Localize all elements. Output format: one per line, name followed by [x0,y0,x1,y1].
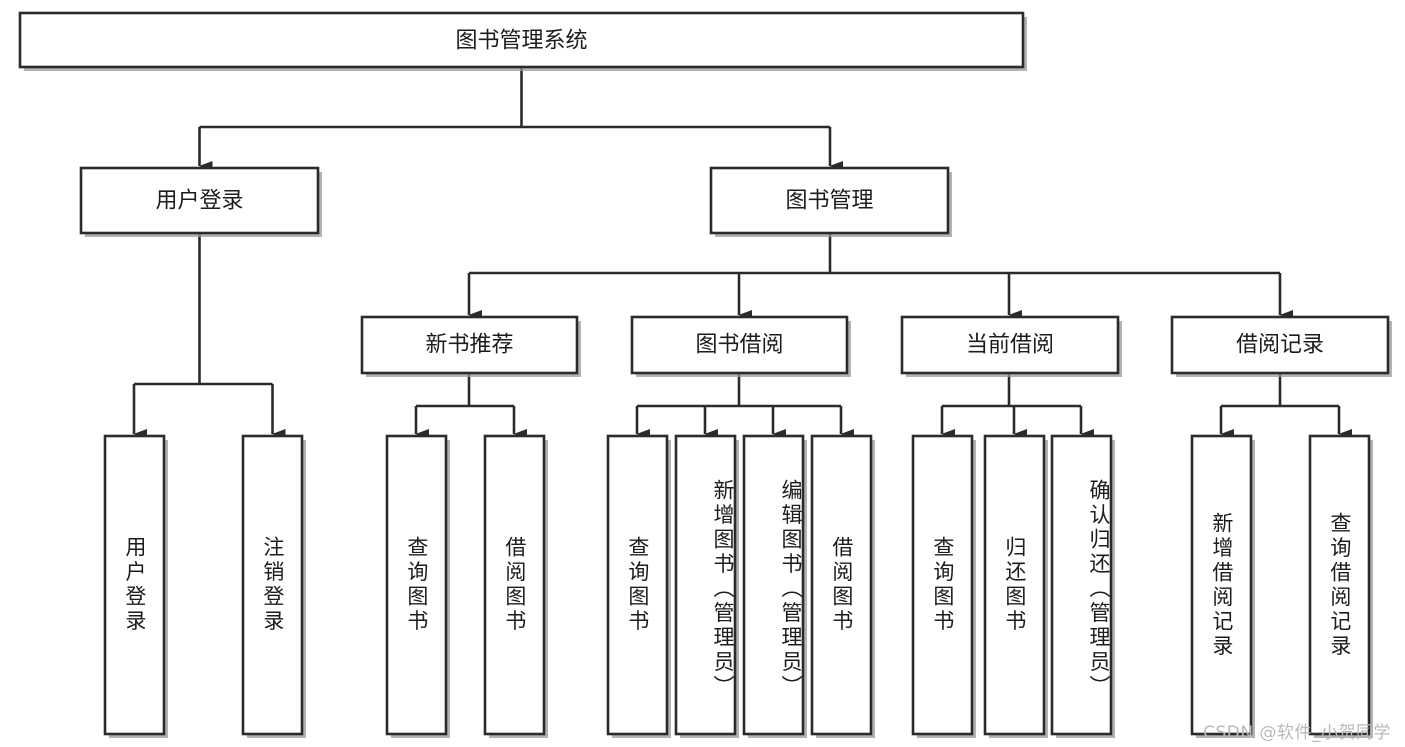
root-box[interactable] [18,11,1025,69]
leaf-layer [103,434,1373,738]
book-borrow-label: 图书借阅 [695,333,783,358]
new-book-recommend-label: 新书推荐 [425,333,513,358]
root-label: 图书管理系统 [455,29,587,54]
leaf-add-book-box[interactable] [674,434,737,736]
node-borrow-records[interactable]: 借阅记录 [1170,315,1392,377]
leaf-query-book-2-box[interactable] [606,434,669,736]
leaf-query-book-1-box[interactable] [385,434,448,736]
node-leaf-user-login[interactable] [103,434,168,738]
borrow-records-box[interactable] [1170,315,1390,375]
book-management-box[interactable] [709,166,950,235]
current-borrow-box[interactable] [900,315,1120,375]
node-leaf-borrow-book-2[interactable] [810,434,875,738]
leaf-query-record-box[interactable] [1308,434,1371,736]
leaf-return-book-box[interactable] [983,434,1046,736]
book-borrow-box[interactable] [630,315,849,375]
leaf-user-login-box[interactable] [103,434,166,736]
leaf-borrow-book-2-box[interactable] [810,434,873,736]
user-login-box[interactable] [79,166,320,235]
node-leaf-add-book[interactable] [674,434,739,738]
leaf-confirm-return-box[interactable] [1050,434,1113,736]
node-leaf-edit-book[interactable] [742,434,807,738]
user-login-label: 用户登录 [155,189,243,214]
node-new-book-recommend[interactable]: 新书推荐 [360,315,581,377]
node-leaf-logout[interactable] [241,434,306,738]
node-leaf-confirm-return[interactable] [1050,434,1115,738]
leaf-borrow-book-1-box[interactable] [483,434,546,736]
node-user-login[interactable]: 用户登录 [79,166,322,237]
leaf-logout-box[interactable] [241,434,304,736]
node-book-borrow[interactable]: 图书借阅 [630,315,851,377]
node-leaf-add-record[interactable] [1190,434,1255,738]
node-leaf-query-record[interactable] [1308,434,1373,738]
book-management-label: 图书管理 [785,189,873,214]
leaf-add-record-box[interactable] [1190,434,1253,736]
borrow-records-label: 借阅记录 [1236,333,1324,358]
node-leaf-query-book-1[interactable] [385,434,450,738]
node-leaf-query-book-2[interactable] [606,434,671,738]
node-root[interactable]: 图书管理系统 [18,11,1027,71]
csdn-watermark: CSDN @软件_小贺同学 [1203,723,1391,743]
node-book-management[interactable]: 图书管理 [709,166,952,237]
current-borrow-label: 当前借阅 [966,333,1054,358]
leaf-edit-book-box[interactable] [742,434,805,736]
new-book-recommend-box[interactable] [360,315,579,375]
node-leaf-return-book[interactable] [983,434,1048,738]
node-leaf-borrow-book-1[interactable] [483,434,548,738]
leaf-query-book-3-box[interactable] [911,434,974,736]
connector-layer [132,67,1352,439]
node-leaf-query-book-3[interactable] [911,434,976,738]
node-current-borrow[interactable]: 当前借阅 [900,315,1122,377]
